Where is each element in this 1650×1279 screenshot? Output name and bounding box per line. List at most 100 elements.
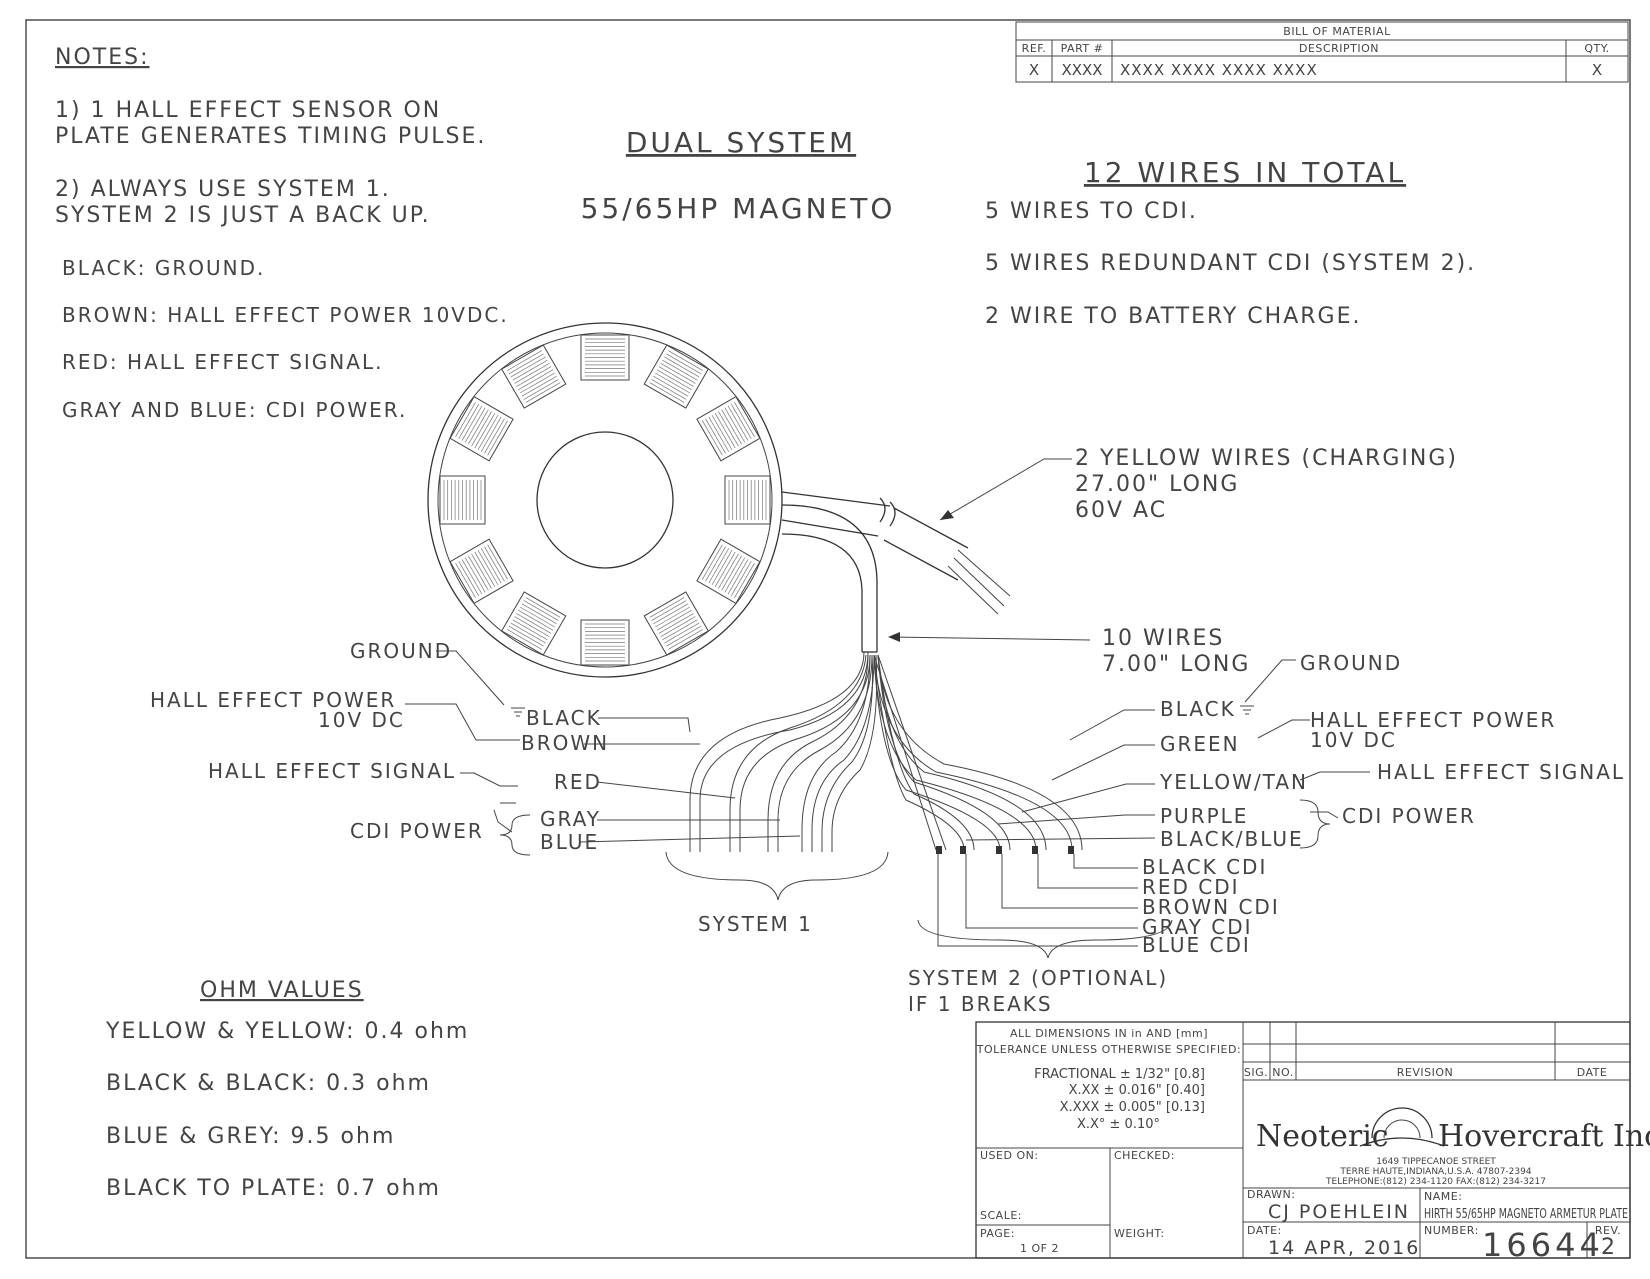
ohm-black: BLACK & BLACK: 0.3 ohm xyxy=(106,1071,431,1096)
tb-date-value: 14 APR, 2016 xyxy=(1268,1237,1420,1259)
note-1-line-2: PLATE GENERATES TIMING PULSE. xyxy=(55,124,486,149)
red-cdi-label: RED CDI xyxy=(1142,875,1240,899)
left-hall-power-label: HALL EFFECT POWER xyxy=(150,688,396,712)
ohm-yellow: YELLOW & YELLOW: 0.4 ohm xyxy=(105,1019,469,1044)
system1-brace xyxy=(665,851,889,901)
note-2-line-2: SYSTEM 2 IS JUST A BACK UP. xyxy=(55,203,431,228)
color-code-red: RED: HALL EFFECT SIGNAL. xyxy=(62,350,383,374)
tb-no: NO. xyxy=(1272,1066,1293,1079)
tb-tol-xxx: X.XX ± 0.016" [0.40] xyxy=(1069,1083,1205,1098)
wire-brown-label: BROWN xyxy=(521,731,609,755)
black-cdi-label: BLACK CDI xyxy=(1142,855,1267,879)
ten-wires-label: 10 WIRES xyxy=(1102,626,1224,651)
right-hall-signal-label: HALL EFFECT SIGNAL xyxy=(1377,760,1625,784)
left-cdi-power-label: CDI POWER xyxy=(350,819,484,843)
stator-coil xyxy=(501,344,567,409)
system2-label: SYSTEM 2 (OPTIONAL) xyxy=(908,966,1168,990)
ohm-black-plate: BLACK TO PLATE: 0.7 ohm xyxy=(106,1176,441,1201)
wire-red-label: RED xyxy=(554,770,602,794)
wire-black-label: BLACK xyxy=(526,706,602,730)
wire-black-blue-label: BLACK/BLUE xyxy=(1160,827,1304,851)
connector-pin xyxy=(1032,846,1038,854)
ohm-heading: OHM VALUES xyxy=(200,978,364,1003)
stator-coil xyxy=(580,334,630,381)
tb-drawn-value: CJ POEHLEIN xyxy=(1268,1201,1410,1223)
brown-cdi-label: BROWN CDI xyxy=(1142,895,1280,919)
tb-number-value: 16644 xyxy=(1482,1226,1604,1264)
title-block: ALL DIMENSIONS IN in AND [mm] TOLERANCE … xyxy=(975,1021,1650,1264)
right-cdi-power-label: CDI POWER xyxy=(1342,804,1476,828)
tb-name-label: NAME: xyxy=(1424,1190,1462,1203)
right-hall-power-label: HALL EFFECT POWER xyxy=(1310,708,1556,732)
color-code-brown: BROWN: HALL EFFECT POWER 10VDC. xyxy=(62,303,509,327)
tb-scale: SCALE: xyxy=(980,1209,1022,1222)
company-logo: Neoteric Hovercraft Inc. xyxy=(1256,1107,1650,1154)
wire-harness xyxy=(689,491,1083,854)
bill-of-material: BILL OF MATERIAL REF. PART # DESCRIPTION… xyxy=(1015,21,1629,83)
left-hall-power-voltage: 10V DC xyxy=(318,708,405,732)
color-code-black: BLACK: GROUND. xyxy=(62,256,265,280)
stator-coil xyxy=(643,591,709,656)
yellow-wires-label: 2 YELLOW WIRES (CHARGING) xyxy=(1075,446,1458,471)
stator-coil xyxy=(439,475,486,525)
stator-coil xyxy=(501,591,567,656)
left-ground-label: GROUND xyxy=(350,639,452,663)
diagram-title: DUAL SYSTEM xyxy=(626,126,856,159)
tb-dims-2: TOLERANCE UNLESS OTHERWISE SPECIFIED: xyxy=(976,1043,1241,1056)
stator-coils xyxy=(439,334,771,666)
connector-pin xyxy=(960,846,966,854)
right-ground-label: GROUND xyxy=(1300,651,1402,675)
tb-name-value: HIRTH 55/65HP MAGNETO ARMETUR PLATE xyxy=(1424,1207,1628,1222)
tb-tol-angle: X.X° ± 0.10° xyxy=(1077,1117,1160,1132)
bom-title: BILL OF MATERIAL xyxy=(1283,25,1391,38)
color-code-gray-blue: GRAY AND BLUE: CDI POWER. xyxy=(62,398,407,422)
bom-row-description: XXXX XXXX XXXX XXXX xyxy=(1120,61,1318,79)
bom-header-ref: REF. xyxy=(1022,42,1047,55)
company-name-left: Neoteric xyxy=(1256,1119,1389,1154)
connector-pin xyxy=(936,846,942,854)
yellow-wires-voltage: 60V AC xyxy=(1075,498,1167,523)
callout-labels: 2 YELLOW WIRES (CHARGING) 27.00" LONG 60… xyxy=(150,446,1625,1016)
magneto-plate xyxy=(427,322,783,678)
stator-coil xyxy=(724,475,771,525)
bom-header-part: PART # xyxy=(1061,42,1104,55)
sheet-border xyxy=(25,19,1631,1259)
tb-page-label: PAGE: xyxy=(980,1227,1015,1240)
wire-summary-heading: 12 WIRES IN TOTAL xyxy=(1084,156,1406,189)
notes-heading: NOTES: xyxy=(55,45,150,70)
diagram-subtitle: 55/65HP MAGNETO xyxy=(581,192,896,225)
left-hall-signal-label: HALL EFFECT SIGNAL xyxy=(208,759,456,783)
tb-date-label: DATE: xyxy=(1247,1224,1282,1237)
stator-coil xyxy=(696,538,761,604)
ohm-blue-grey: BLUE & GREY: 9.5 ohm xyxy=(106,1124,395,1149)
right-hall-power-voltage: 10V DC xyxy=(1310,728,1397,752)
company-name-right: Hovercraft Inc. xyxy=(1438,1119,1650,1154)
callout-leaders xyxy=(405,458,1370,947)
wire-yellow-tan-label: YELLOW/TAN xyxy=(1159,770,1308,794)
note-2-line-1: 2) ALWAYS USE SYSTEM 1. xyxy=(55,177,391,202)
connector-pin xyxy=(996,846,1002,854)
stator-coil xyxy=(449,396,514,462)
wire-green-label: GREEN xyxy=(1160,732,1240,756)
bom-row-qty: X xyxy=(1592,61,1602,79)
blue-cdi-label: BLUE CDI xyxy=(1142,933,1251,957)
wire-blue-label: BLUE xyxy=(540,830,599,854)
tb-number-label: NUMBER: xyxy=(1424,1224,1479,1237)
system1-label: SYSTEM 1 xyxy=(698,912,813,936)
system2-brace xyxy=(917,919,1173,959)
tb-checked: CHECKED: xyxy=(1114,1149,1175,1162)
connector-pin xyxy=(1068,846,1074,854)
tb-weight: WEIGHT: xyxy=(1114,1227,1165,1240)
tb-dims-1: ALL DIMENSIONS IN in AND [mm] xyxy=(1010,1027,1208,1040)
tb-sig: SIG. xyxy=(1244,1066,1268,1079)
ohm-values: OHM VALUES YELLOW & YELLOW: 0.4 ohm BLAC… xyxy=(105,978,469,1201)
company-phone: TELEPHONE:(812) 234-1120 FAX:(812) 234-3… xyxy=(1325,1177,1546,1187)
tb-rev-label: REV. xyxy=(1595,1224,1621,1237)
wire-summary-2: 5 WIRES REDUNDANT CDI (SYSTEM 2). xyxy=(985,251,1476,276)
wire-summary-3: 2 WIRE TO BATTERY CHARGE. xyxy=(985,304,1361,329)
company-address-1: 1649 TIPPECANOE STREET xyxy=(1376,1157,1496,1167)
fan-logo-icon xyxy=(1371,1107,1433,1139)
tb-tol-fractional: FRACTIONAL ± 1/32" [0.8] xyxy=(1034,1067,1205,1082)
